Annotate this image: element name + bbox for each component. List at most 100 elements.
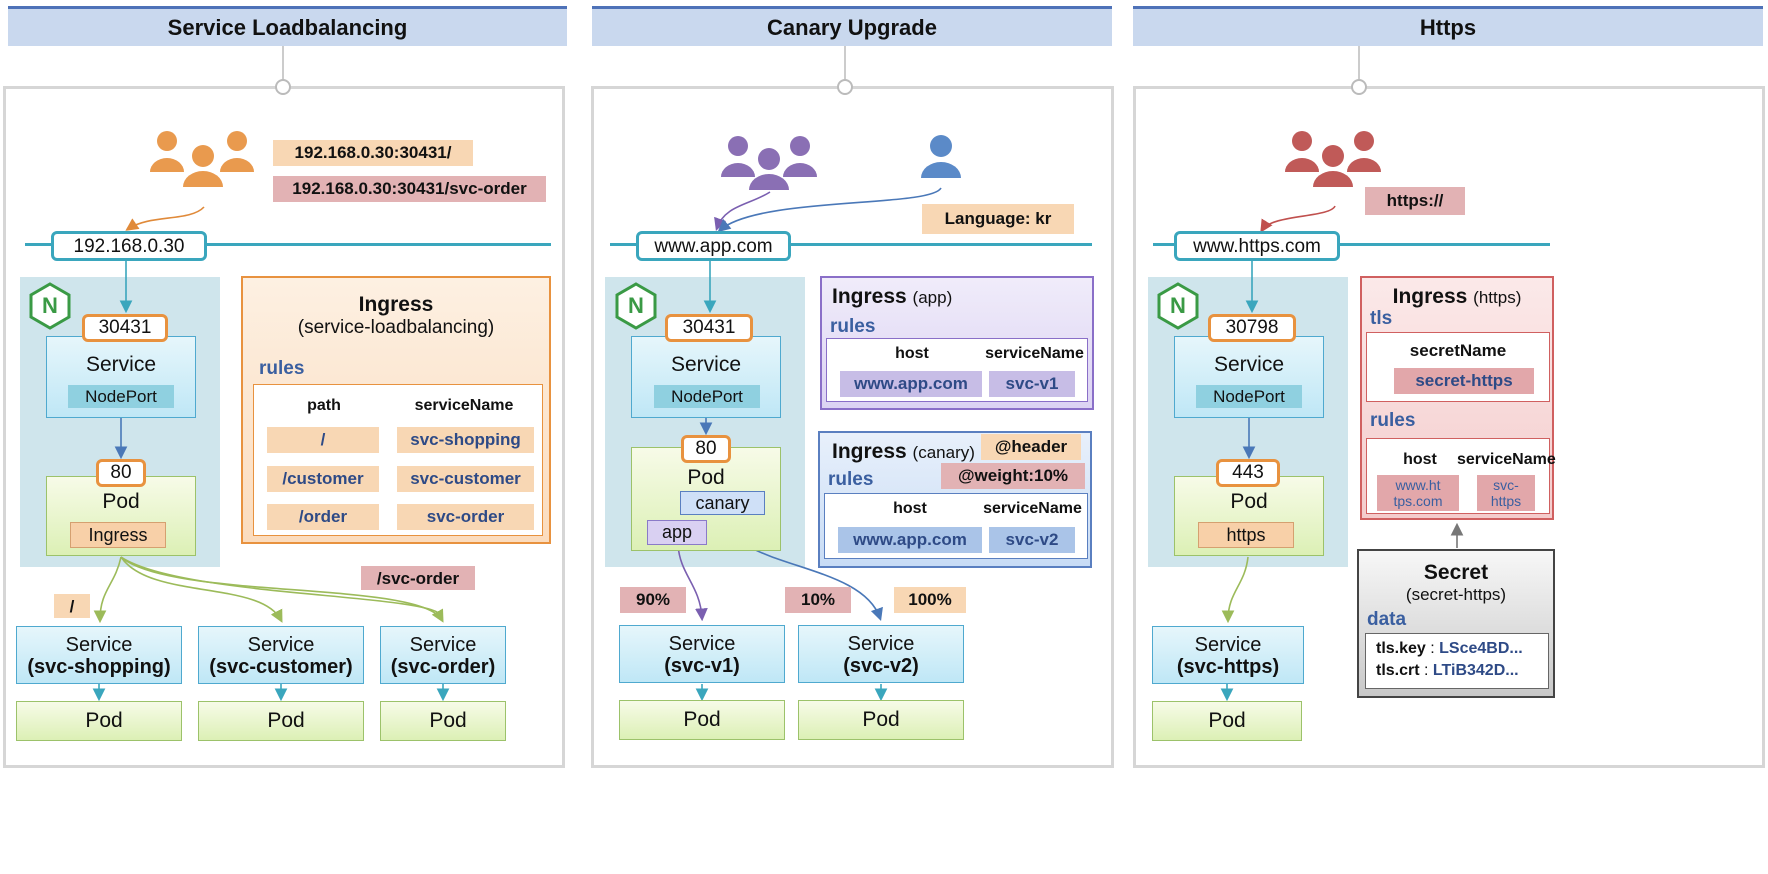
node-port-badge: 30431	[82, 314, 168, 342]
rule-service-cell: svc-v2	[989, 527, 1075, 553]
secret-subtitle: (secret-https)	[1405, 585, 1507, 604]
nodeport-badge: NodePort	[1196, 385, 1302, 408]
col-header-path: path	[307, 397, 341, 414]
svg-text:N: N	[42, 293, 58, 318]
ingress-title: Ingress	[832, 285, 907, 308]
host-box-canary: www.app.com	[636, 231, 791, 261]
pod-v1: Pod	[619, 700, 785, 740]
user-icon-canary	[921, 135, 961, 178]
section-header-loadbalancing: Service Loadbalancing	[8, 6, 567, 46]
ingress-subtitle: (app)	[912, 288, 953, 307]
rules-label: rules	[1370, 410, 1416, 431]
ingress-https-heading: Ingress (https)	[1362, 284, 1552, 311]
ingress-title: Ingress	[1392, 285, 1468, 308]
users-group-icon-lb	[150, 131, 254, 187]
rules-label: rules	[259, 358, 305, 379]
pod-port-badge: 80	[681, 435, 731, 463]
col-header-host: host	[1403, 451, 1437, 468]
nodeport-badge: NodePort	[68, 385, 174, 408]
rule-host-cell: www.ht tps.com	[1377, 475, 1459, 511]
tls-key-label: tls.key	[1376, 640, 1426, 657]
data-label: data	[1367, 609, 1407, 630]
ingress-resource-app: Ingress (app) rules host serviceName www…	[820, 276, 1094, 410]
rule-path-cell: /customer	[267, 466, 379, 492]
service-label: Service	[85, 353, 157, 376]
pod-app-tag: Ingress	[70, 522, 166, 548]
nginx-logo-icon-lb: N	[29, 282, 71, 330]
secret-data-table: tls.key : LSce4BD... tls.crt : LTiB342D.…	[1365, 633, 1549, 689]
col-header-service: serviceName	[1457, 451, 1556, 468]
route-label-root: /	[54, 594, 90, 618]
tls-crt-row: tls.crt : LTiB342D...	[1376, 662, 1519, 679]
service-name: Service	[668, 633, 736, 655]
pod-order: Pod	[380, 701, 506, 741]
tls-label: tls	[1370, 308, 1393, 329]
rule-service-cell: svc-v1	[989, 371, 1075, 397]
route-label-order: /svc-order	[361, 566, 475, 590]
service-svc-customer: Service (svc-customer)	[198, 626, 364, 684]
service-id: (svc-v1)	[664, 655, 740, 677]
protocol-label: https://	[1365, 187, 1465, 215]
rules-label: rules	[828, 469, 874, 490]
service-label: Service	[670, 353, 742, 376]
service-svc-shopping: Service (svc-shopping)	[16, 626, 182, 684]
rules-table: host serviceName www.app.com svc-v1	[826, 338, 1088, 402]
section-header-canary: Canary Upgrade	[592, 6, 1112, 46]
network-line-lb	[25, 243, 551, 246]
network-line-canary	[610, 243, 1092, 246]
service-svc-https: Service (svc-https)	[1152, 626, 1304, 684]
rule-service-cell: svc-customer	[397, 466, 534, 492]
ingress-app-heading: Ingress (app)	[832, 284, 952, 311]
rule-host-cell: www.app.com	[838, 527, 982, 553]
users-group-icon-https	[1285, 131, 1381, 187]
service-id: (svc-shopping)	[27, 656, 171, 678]
tls-key-value: LSce4BD...	[1439, 640, 1523, 657]
col-header-service: serviceName	[985, 345, 1084, 362]
service-id: (svc-v2)	[843, 655, 919, 677]
pod-port-badge: 80	[96, 459, 146, 487]
section-header-https: Https	[1133, 6, 1763, 46]
tls-key-row: tls.key : LSce4BD...	[1376, 640, 1523, 657]
service-svc-v2: Service (svc-v2)	[798, 625, 964, 683]
pod-app-tag: https	[1198, 522, 1294, 548]
network-line-https	[1153, 243, 1550, 246]
traffic-pct-100: 100%	[894, 587, 966, 613]
users-group-icon-canary	[721, 136, 817, 190]
rules-table: path serviceName / svc-shopping /custome…	[253, 384, 543, 536]
rule-host-cell: www.app.com	[840, 371, 982, 397]
node-port-badge: 30798	[1208, 314, 1296, 342]
rules-label: rules	[830, 316, 876, 337]
service-svc-v1: Service (svc-v1)	[619, 625, 785, 683]
col-header-secret: secretName	[1409, 341, 1507, 360]
tls-crt-value: LTiB342D...	[1432, 662, 1519, 679]
col-header-service: serviceName	[414, 397, 514, 414]
service-id: (svc-customer)	[209, 656, 353, 678]
service-name: Service	[247, 634, 315, 656]
nginx-logo-icon-canary: N	[615, 282, 657, 330]
host-box-https: www.https.com	[1174, 231, 1340, 261]
rules-table: host serviceName www.app.com svc-v2	[824, 493, 1088, 559]
service-name: Service	[847, 633, 915, 655]
pod-port-badge: 443	[1216, 459, 1280, 487]
traffic-pct-90: 90%	[620, 587, 686, 613]
service-id: (svc-order)	[390, 656, 496, 678]
rules-table: host serviceName www.ht tps.com svc- htt…	[1366, 438, 1556, 514]
ingress-subtitle: (service-loadbalancing)	[297, 317, 495, 338]
traffic-pct-10: 10%	[785, 587, 851, 613]
app-tag: app	[647, 520, 707, 545]
service-id: (svc-https)	[1176, 656, 1280, 678]
url-label-order: 192.168.0.30:30431/svc-order	[273, 176, 546, 202]
tls-crt-label: tls.crt	[1376, 662, 1420, 679]
service-svc-order: Service (svc-order)	[380, 626, 506, 684]
pod-label: Pod	[1230, 490, 1268, 513]
col-header-service: serviceName	[983, 500, 1082, 517]
pod-shopping: Pod	[16, 701, 182, 741]
ingress-title: Ingress	[358, 293, 434, 316]
nginx-logo-icon-https: N	[1157, 282, 1199, 330]
service-name: Service	[409, 634, 477, 656]
svg-text:N: N	[1170, 293, 1186, 318]
ingress-canary-heading: Ingress (canary)	[832, 439, 975, 466]
secret-title: Secret	[1423, 561, 1489, 584]
rule-service-cell: svc-shopping	[397, 427, 534, 453]
ingress-resource-https: Ingress (https) tls secretName secret-ht…	[1360, 276, 1556, 520]
